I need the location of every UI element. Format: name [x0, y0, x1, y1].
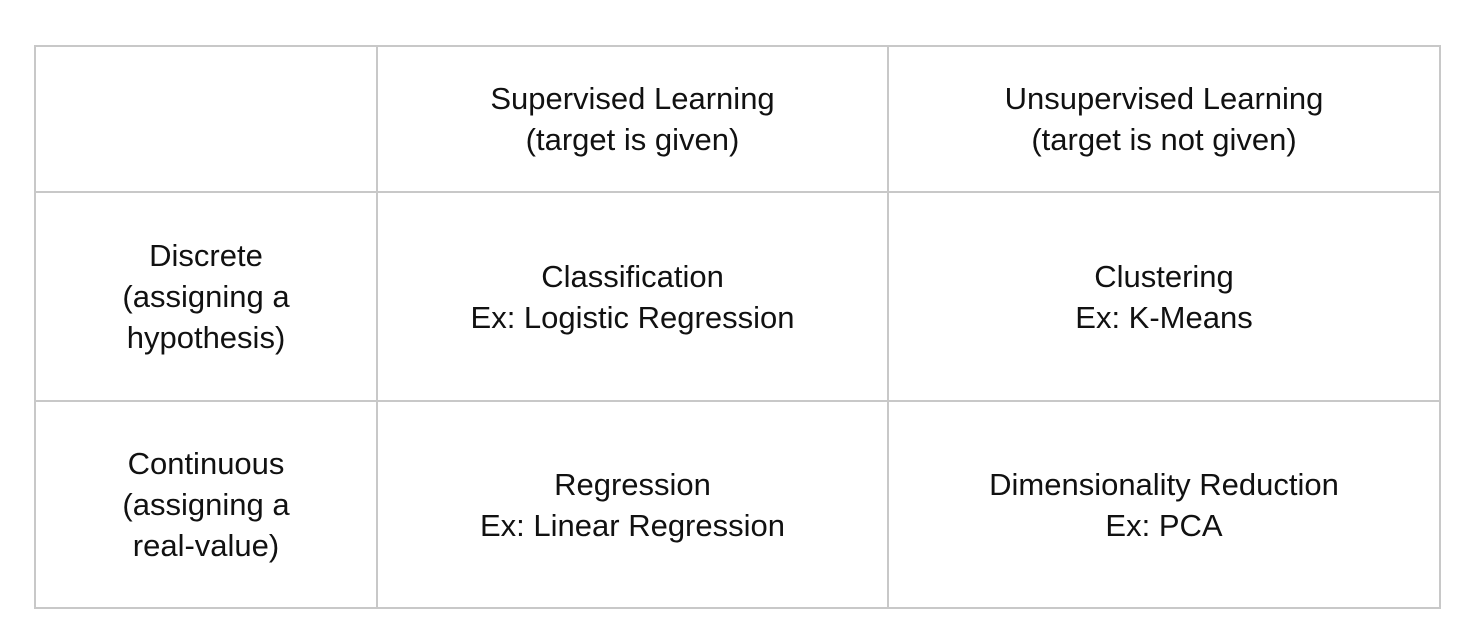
cell-title: Classification: [541, 258, 724, 294]
cell-example: Ex: K-Means: [1075, 299, 1253, 335]
row-label-discrete: Discrete (assigning a hypothesis): [34, 191, 378, 402]
header-unsupervised-note: (target is not given): [1031, 122, 1297, 157]
row-label-note: (assigning a: [122, 487, 290, 522]
cell-clustering: Clustering Ex: K-Means: [887, 191, 1441, 402]
cell-regression: Regression Ex: Linear Regression: [376, 400, 889, 609]
cell-example: Ex: PCA: [1105, 507, 1223, 543]
learning-types-table: Supervised Learning (target is given) Un…: [34, 45, 1441, 609]
header-row: Supervised Learning (target is given) Un…: [34, 45, 1441, 193]
row-label-title: Continuous: [127, 446, 285, 481]
row-label-title: Discrete: [149, 238, 263, 273]
header-unsupervised: Unsupervised Learning (target is not giv…: [887, 45, 1441, 193]
cell-dimensionality-reduction: Dimensionality Reduction Ex: PCA: [887, 400, 1441, 609]
corner-cell: [34, 45, 378, 193]
row-label-continuous: Continuous (assigning a real-value): [34, 400, 378, 609]
header-supervised: Supervised Learning (target is given): [376, 45, 889, 193]
table-row-continuous: Continuous (assigning a real-value) Regr…: [34, 400, 1441, 609]
row-label-note: hypothesis): [126, 320, 286, 355]
cell-example: Ex: Linear Regression: [480, 507, 785, 543]
table-row-discrete: Discrete (assigning a hypothesis) Classi…: [34, 191, 1441, 402]
row-label-note: (assigning a: [122, 279, 290, 314]
header-supervised-note: (target is given): [525, 122, 740, 157]
cell-title: Clustering: [1094, 258, 1234, 294]
header-unsupervised-title: Unsupervised Learning: [1004, 81, 1324, 116]
cell-example: Ex: Logistic Regression: [470, 299, 795, 335]
cell-title: Dimensionality Reduction: [989, 466, 1339, 502]
header-supervised-title: Supervised Learning: [490, 81, 775, 116]
cell-title: Regression: [554, 466, 711, 502]
cell-classification: Classification Ex: Logistic Regression: [376, 191, 889, 402]
row-label-note: real-value): [132, 528, 280, 563]
